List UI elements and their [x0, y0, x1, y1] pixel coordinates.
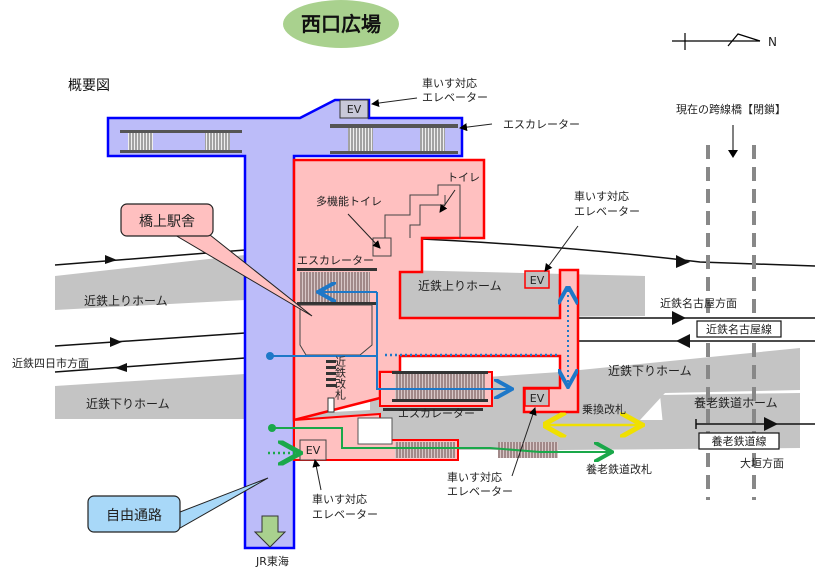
jr-direction-arrow-icon [253, 515, 287, 548]
ev-bottom-left-label-1: 車いす対応 [312, 492, 367, 506]
kintetsu-nagoya-line-box [696, 320, 782, 338]
ogaki-direction-label: 大垣方面 [740, 456, 784, 470]
ev-right-upper: EV [530, 274, 545, 287]
yoro-platform [660, 393, 800, 445]
multi-toilet-label: 多機能トイレ [316, 194, 382, 208]
station-callout-text: 橋上駅舎 [139, 214, 195, 230]
yoro-gate-label: 養老鉄道改札 [586, 462, 652, 476]
ev-bottom-mid-label-1: 車いす対応 [447, 470, 502, 484]
free-passage-callout: 自由通路 [87, 477, 269, 533]
kintetsu-up-platform-right [400, 270, 645, 318]
escalator-top-label: エスカレーター [503, 118, 580, 131]
ev-top: EV [347, 103, 362, 116]
kintetsu-down-platform-right-label: 近鉄下りホーム [608, 363, 692, 378]
plaza-title-text: 西口広場 [301, 12, 381, 36]
west-plaza-title: 西口広場 [283, 0, 399, 48]
kintetsu-down-platform-left [55, 374, 245, 419]
jr-label: JR東海 [255, 554, 289, 568]
closed-bridge-label: 現在の跨線橋【閉鎖】 [676, 102, 786, 116]
station-callout: 橋上駅舎 [120, 203, 313, 317]
kintetsu-gate-label: 近鉄改札 [334, 356, 347, 401]
yoro-line-label: 養老鉄道線 [712, 434, 767, 448]
kintetsu-up-platform-right-label: 近鉄上りホーム [418, 278, 502, 293]
kintetsu-nagoya-direction-label: 近鉄名古屋方面 [660, 296, 737, 310]
yoro-platform-label: 養老鉄道ホーム [694, 395, 778, 410]
route-green [268, 424, 610, 453]
ev-bottom-left-label-2: エレベーター [312, 508, 378, 521]
transfer-gate-label: 乗換改札 [582, 402, 626, 416]
ev-right-label-2: エレベーター [574, 205, 640, 218]
yoro-line-box [698, 432, 780, 450]
labels: 車いす対応 エレベーター エスカレーター トイレ 多機能トイレ エスカレーター … [12, 76, 784, 521]
toilet-label: トイレ [447, 171, 480, 184]
tracks [54, 237, 815, 431]
plaza-oval [283, 0, 399, 48]
kintetsu-up-platform-left [55, 255, 245, 310]
ev-top-label-2: エレベーター [422, 91, 488, 104]
ev-bottom-left: EV [306, 444, 321, 457]
escalator-low-label: エスカレーター [398, 407, 475, 420]
ev-top-label-1: 車いす対応 [422, 76, 477, 90]
kintetsu-down-platform-left-label: 近鉄下りホーム [86, 396, 170, 411]
route-blue [266, 290, 568, 389]
escalator-mid-label: エスカレーター [297, 254, 374, 267]
ev-bottom-mid-label-2: エレベーター [447, 485, 513, 498]
kintetsu-yokkaichi-direction-label: 近鉄四日市方面 [12, 356, 89, 370]
ev-right-label-1: 車いす対応 [574, 189, 629, 203]
overview-label: 概要図 [68, 78, 110, 94]
kintetsu-up-platform-left-label: 近鉄上りホーム [84, 293, 168, 308]
kintetsu-nagoya-line-label: 近鉄名古屋線 [706, 322, 772, 336]
free-passage-callout-text: 自由通路 [106, 508, 162, 524]
kintetsu-gate-machines [326, 360, 336, 413]
leader-lines [312, 97, 579, 491]
ev-right-lower: EV [530, 392, 545, 405]
free-passage: EV [106, 98, 464, 550]
compass-north-label: N [768, 35, 777, 49]
compass-north-icon: N [672, 33, 777, 50]
